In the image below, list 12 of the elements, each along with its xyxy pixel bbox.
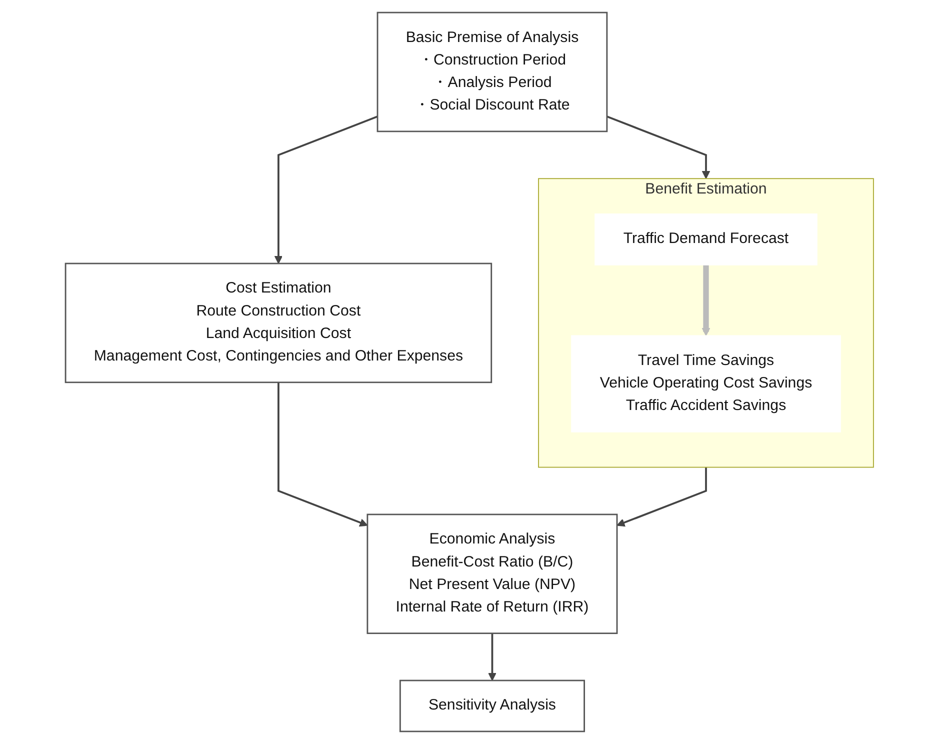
node-box: Cost Estimation Route Construction Cost Land Acquisition Cost Management Cost, Contingencies and Other Expenses xyxy=(65,262,493,384)
node-box: Economic Analysis Benefit-Cost Ratio (B/C) Net Present Value (NPV) Internal Rate of Return (IRR) xyxy=(367,514,618,634)
node-box: Basic Premise of Analysis ・Construction Period ・Analysis Period ・Social Discount Rate xyxy=(377,12,608,132)
node-box: Traffic Demand Forecast xyxy=(595,214,818,266)
node-box: Sensitivity Analysis xyxy=(400,680,586,732)
arrow xyxy=(607,116,711,179)
arrow xyxy=(278,382,368,527)
node-box: Travel Time Savings Vehicle Operating Cost Savings Traffic Accident Savings xyxy=(572,335,842,432)
arrow xyxy=(274,116,378,264)
arrow xyxy=(702,264,711,336)
arrow xyxy=(617,467,708,527)
arrow xyxy=(488,633,497,681)
